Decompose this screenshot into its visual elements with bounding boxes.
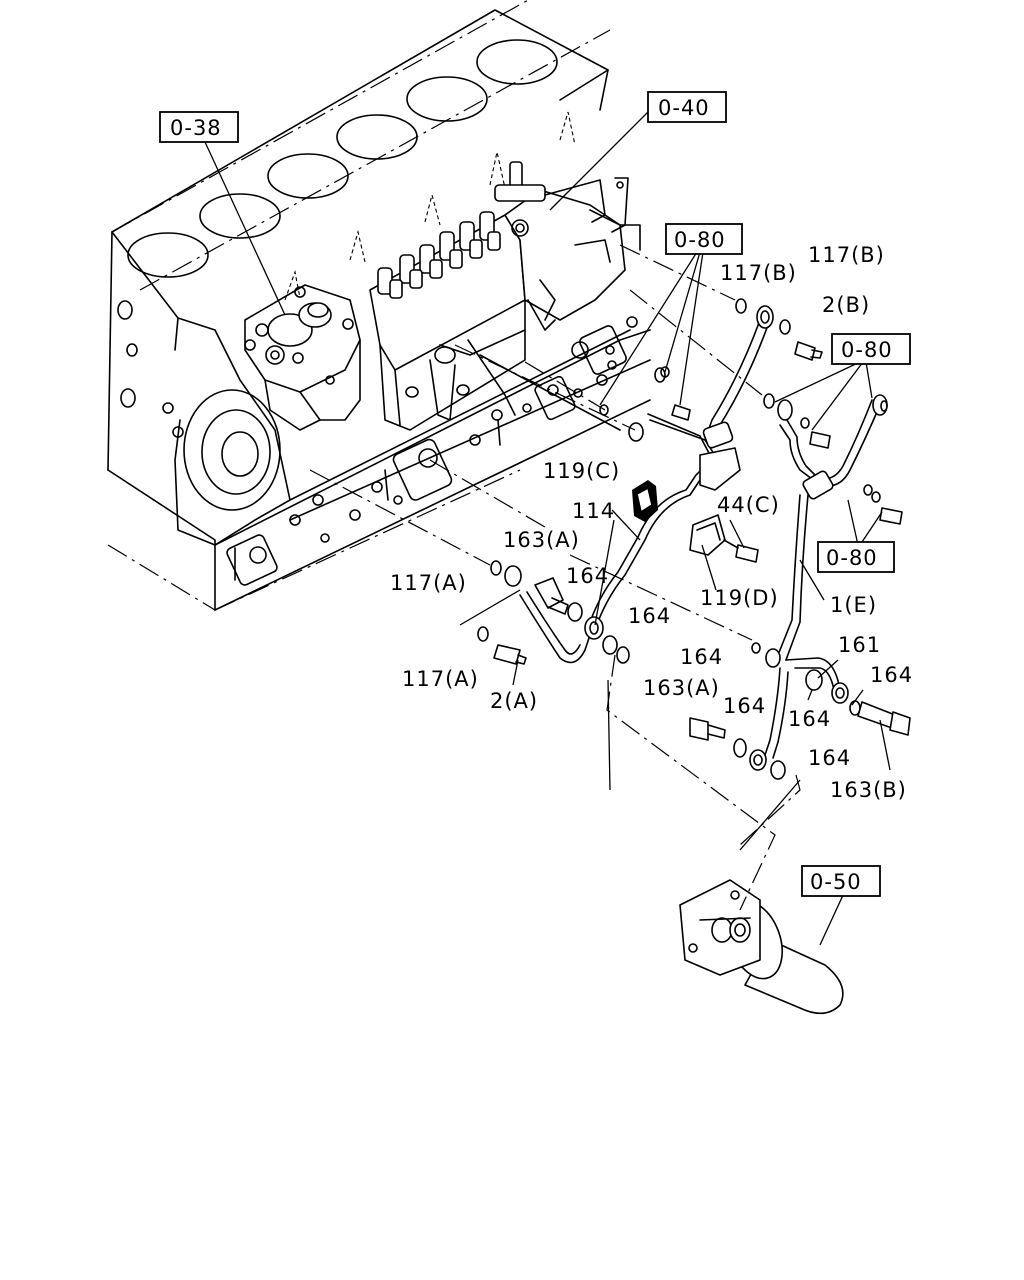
label-1e: 1(E) <box>830 593 877 617</box>
leader-lines <box>204 109 891 946</box>
label-44c: 44(C) <box>717 493 780 517</box>
reference-box-0-50: 0-50 <box>801 865 881 897</box>
label-164-6: 164 <box>788 707 831 731</box>
ref-0-80-right: 0-80 <box>841 338 893 362</box>
reference-box-0-80-lower: 0-80 <box>817 541 895 573</box>
oil-pipes <box>519 319 881 759</box>
block-bolts <box>249 316 638 564</box>
label-161: 161 <box>838 633 881 657</box>
label-119d: 119(D) <box>700 586 779 610</box>
reference-box-0-38: 0-38 <box>159 111 239 143</box>
label-164-5: 164 <box>723 694 766 718</box>
label-164-2: 164 <box>628 604 671 628</box>
label-2a: 2(A) <box>490 689 538 713</box>
fittings-and-fasteners <box>477 298 911 780</box>
reference-box-0-80-top: 0-80 <box>665 223 743 255</box>
label-117a-1: 117(A) <box>390 571 467 595</box>
ref-0-80-top: 0-80 <box>674 228 726 252</box>
injection-pump <box>284 111 641 431</box>
label-164-7: 164 <box>808 746 851 770</box>
label-117a-2: 117(A) <box>402 667 479 691</box>
delivery-valves <box>377 211 501 299</box>
ref-0-40: 0-40 <box>658 96 710 120</box>
label-163a-2: 163(A) <box>643 676 720 700</box>
label-114: 114 <box>572 499 615 523</box>
label-164-1: 164 <box>566 564 609 588</box>
reference-box-0-80-right: 0-80 <box>831 333 911 365</box>
engine-block <box>107 0 651 611</box>
part-labels: 117(B) 117(B) 2(B) 119(C) 114 44(C) 163(… <box>390 243 913 802</box>
label-164-3: 164 <box>870 663 913 687</box>
label-163a-1: 163(A) <box>503 528 580 552</box>
ref-0-50: 0-50 <box>810 870 862 894</box>
label-163b: 163(B) <box>830 778 907 802</box>
reference-box-0-40: 0-40 <box>647 91 727 123</box>
label-164-4: 164 <box>680 645 723 669</box>
ref-0-80-lower: 0-80 <box>826 546 878 570</box>
label-2b: 2(B) <box>822 293 870 317</box>
oil-filter <box>679 879 844 1015</box>
ref-0-38: 0-38 <box>170 116 222 140</box>
label-117b-1: 117(B) <box>720 261 797 285</box>
label-119c: 119(C) <box>543 459 620 483</box>
label-117b-2: 117(B) <box>808 243 885 267</box>
air-compressor <box>244 284 361 431</box>
